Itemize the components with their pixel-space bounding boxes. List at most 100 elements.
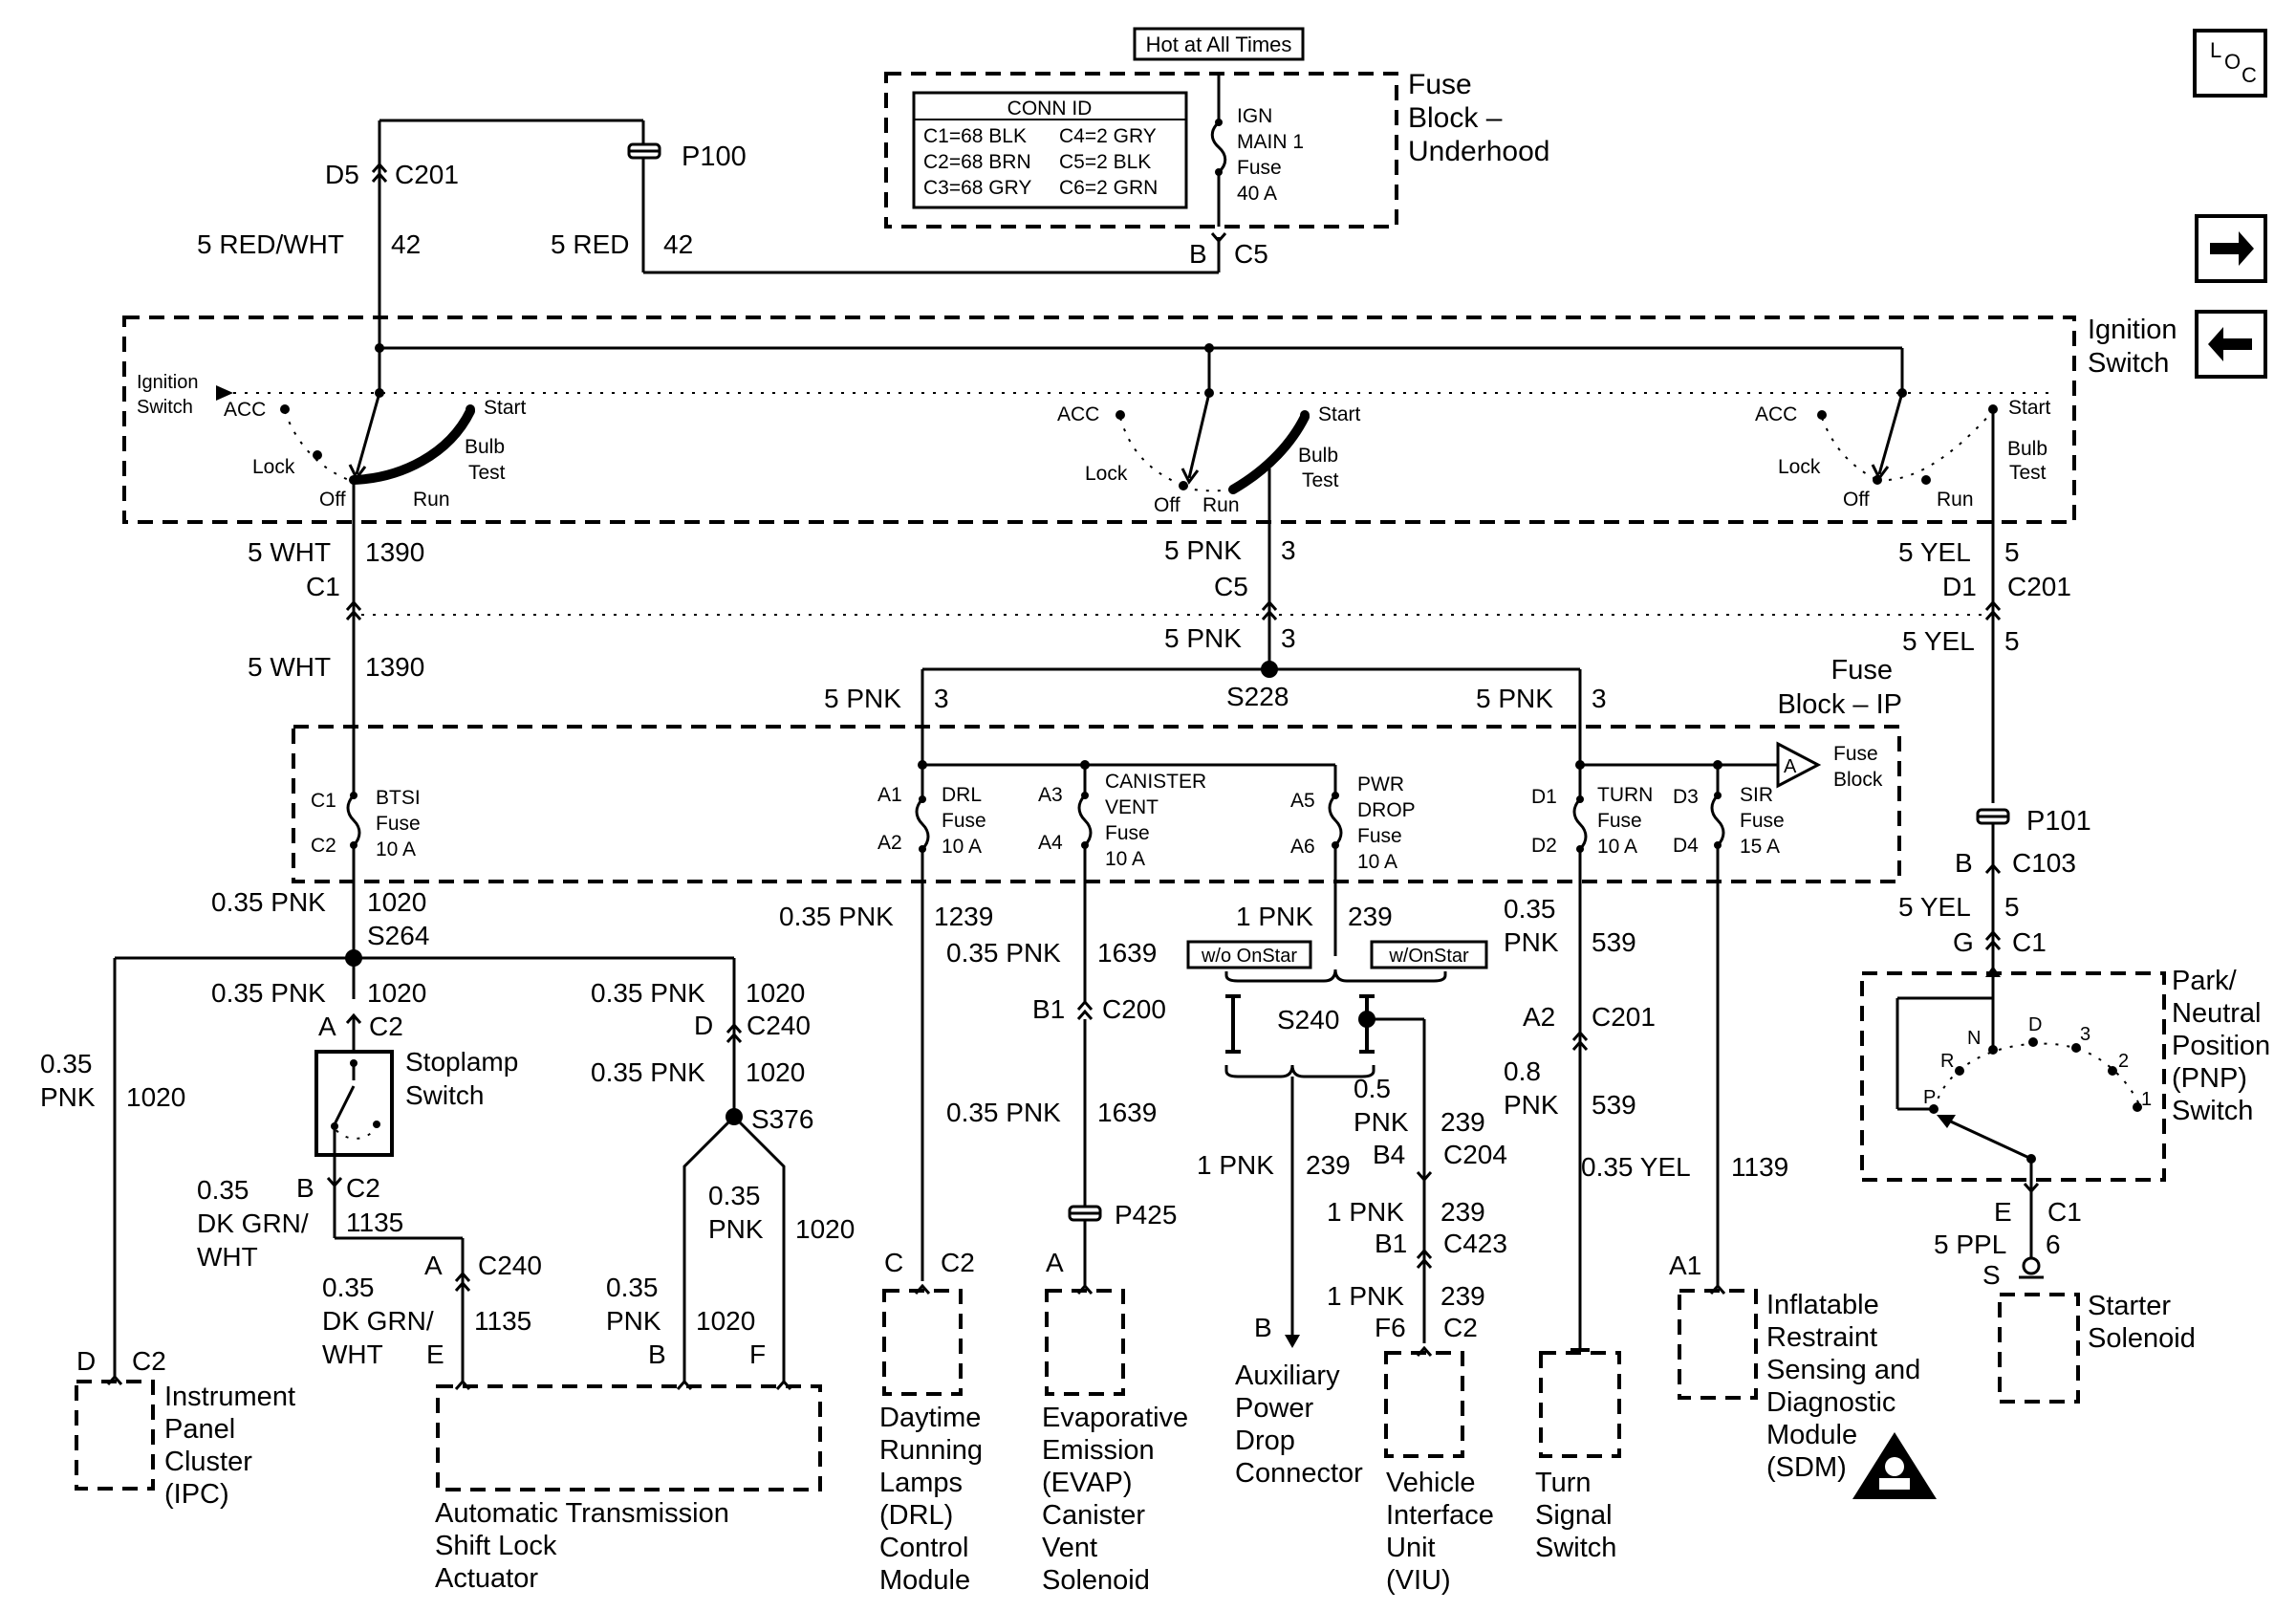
svg-text:Test: Test [2009, 462, 2047, 484]
fuse-sir: D3 D4 SIR Fuse 15 A [1673, 784, 1785, 858]
svg-text:B: B [296, 1173, 314, 1203]
svg-text:IGN: IGN [1237, 105, 1272, 127]
option-with-onstar: w/OnStar [1370, 940, 1488, 969]
svg-text:A1: A1 [1669, 1251, 1701, 1280]
svg-text:40 A: 40 A [1237, 183, 1277, 205]
svg-text:CONN ID: CONN ID [1007, 98, 1093, 120]
svg-text:P101: P101 [2026, 806, 2091, 837]
svg-text:Switch: Switch [405, 1080, 484, 1110]
svg-text:0.35 PNK: 0.35 PNK [211, 978, 326, 1008]
svg-text:C204: C204 [1443, 1140, 1507, 1169]
svg-text:Block: Block [1833, 769, 1883, 791]
svg-text:B4: B4 [1373, 1140, 1405, 1169]
svg-text:C: C [884, 1248, 903, 1277]
svg-text:w/OnStar: w/OnStar [1388, 946, 1469, 967]
svg-text:P: P [1923, 1087, 1936, 1108]
svg-text:C1: C1 [2047, 1197, 2082, 1227]
svg-text:1020: 1020 [696, 1306, 755, 1336]
svg-text:Panel: Panel [164, 1414, 235, 1445]
svg-text:Fuse: Fuse [1357, 825, 1402, 847]
svg-text:C1: C1 [2012, 927, 2047, 957]
svg-text:10 A: 10 A [376, 838, 416, 860]
svg-text:Actuator: Actuator [435, 1563, 538, 1594]
svg-text:1020: 1020 [746, 978, 805, 1008]
fuse-pwr-drop: A5 A6 PWR DROP Fuse 10 A [1290, 773, 1416, 873]
svg-text:Switch: Switch [137, 397, 193, 418]
svg-text:C103: C103 [2012, 848, 2076, 878]
svg-text:B: B [1189, 239, 1207, 269]
svg-text:Solenoid: Solenoid [2088, 1323, 2196, 1354]
fuse-block-ip-title: Fuse Block – IP [1777, 655, 1902, 720]
svg-text:D1: D1 [1531, 786, 1557, 808]
svg-text:0.8: 0.8 [1504, 1056, 1541, 1086]
svg-text:B1: B1 [1375, 1229, 1407, 1258]
svg-text:PNK: PNK [606, 1306, 661, 1336]
arrow-right-icon[interactable] [2195, 214, 2267, 283]
svg-text:DROP: DROP [1357, 799, 1416, 821]
loc-icon[interactable]: L O C [2193, 29, 2267, 98]
p100-pass-through: P100 [627, 142, 747, 172]
svg-text:C2=68 BRN: C2=68 BRN [923, 151, 1031, 173]
svg-text:F6: F6 [1375, 1313, 1406, 1342]
turn-signal-switch: Turn Signal Switch [1535, 1351, 1621, 1563]
svg-text:Ignition: Ignition [2088, 315, 2177, 345]
svg-text:(SDM): (SDM) [1766, 1452, 1847, 1483]
svg-text:A6: A6 [1290, 836, 1315, 858]
auxiliary-power-drop-connector: Auxiliary Power Drop Connector [1235, 1361, 1363, 1489]
ignition-switch-section-middle: ACC Lock Off Run Start Bulb Test [1057, 388, 1361, 522]
svg-text:C5: C5 [1234, 239, 1268, 269]
svg-text:1 PNK: 1 PNK [1236, 902, 1313, 931]
svg-text:0.35 PNK: 0.35 PNK [591, 1057, 705, 1087]
svg-text:1020: 1020 [795, 1214, 855, 1244]
svg-text:5: 5 [2004, 626, 2020, 656]
svg-text:1639: 1639 [1097, 938, 1157, 968]
hot-at-all-times-label: Hot at All Times [1133, 27, 1305, 61]
svg-text:1390: 1390 [365, 537, 424, 567]
svg-text:A2: A2 [1523, 1002, 1555, 1032]
airbag-warning-icon [1852, 1432, 1937, 1499]
svg-text:1: 1 [2141, 1089, 2152, 1110]
svg-text:R: R [1940, 1051, 1954, 1072]
svg-text:Fuse: Fuse [942, 810, 986, 832]
svg-text:5 PNK: 5 PNK [1476, 684, 1553, 713]
svg-text:Cluster: Cluster [164, 1447, 252, 1477]
svg-text:C240: C240 [747, 1011, 811, 1040]
svg-text:Vehicle: Vehicle [1386, 1468, 1476, 1498]
svg-text:Switch: Switch [2172, 1096, 2253, 1126]
svg-text:C240: C240 [478, 1251, 542, 1280]
svg-text:10 A: 10 A [1357, 851, 1397, 873]
svg-text:3: 3 [934, 684, 949, 713]
arrow-left-icon[interactable] [2195, 310, 2267, 379]
svg-text:0.35: 0.35 [708, 1181, 761, 1210]
svg-text:5 WHT: 5 WHT [248, 537, 331, 567]
svg-text:3: 3 [2080, 1024, 2090, 1045]
pnp-switch-outline [1860, 971, 2166, 1182]
svg-text:Block –: Block – [1408, 102, 1503, 134]
option-without-onstar: w/o OnStar [1186, 940, 1312, 969]
svg-text:C2: C2 [346, 1173, 380, 1203]
svg-text:Daytime: Daytime [879, 1403, 981, 1433]
svg-text:S376: S376 [751, 1104, 813, 1134]
svg-text:15 A: 15 A [1740, 836, 1780, 858]
svg-text:Turn: Turn [1535, 1468, 1592, 1498]
svg-text:Module: Module [1766, 1420, 1857, 1450]
ignition-switch-section-left: ACC Lock Off Run Start Bulb Test [224, 388, 527, 522]
svg-text:P425: P425 [1115, 1200, 1177, 1230]
svg-text:Ignition: Ignition [137, 372, 199, 393]
svg-text:A5: A5 [1290, 790, 1315, 812]
ignition-switch-title: Ignition Switch [2088, 315, 2177, 379]
svg-text:C1=68 BLK: C1=68 BLK [923, 125, 1027, 147]
svg-text:539: 539 [1592, 1090, 1636, 1120]
svg-text:Position: Position [2172, 1031, 2270, 1061]
svg-text:MAIN 1: MAIN 1 [1237, 131, 1304, 153]
svg-text:Solenoid: Solenoid [1042, 1565, 1150, 1596]
svg-text:WHT: WHT [322, 1339, 383, 1369]
svg-text:1 PNK: 1 PNK [1197, 1150, 1274, 1180]
svg-text:C4=2 GRY: C4=2 GRY [1059, 125, 1157, 147]
svg-text:S228: S228 [1226, 682, 1289, 711]
svg-text:N: N [1967, 1028, 1981, 1049]
svg-text:SIR: SIR [1740, 784, 1773, 806]
pnp-switch-title: Park/ Neutral Position (PNP) Switch [2172, 966, 2270, 1126]
svg-text:Neutral: Neutral [2172, 998, 2262, 1029]
svg-text:TURN: TURN [1597, 784, 1653, 806]
